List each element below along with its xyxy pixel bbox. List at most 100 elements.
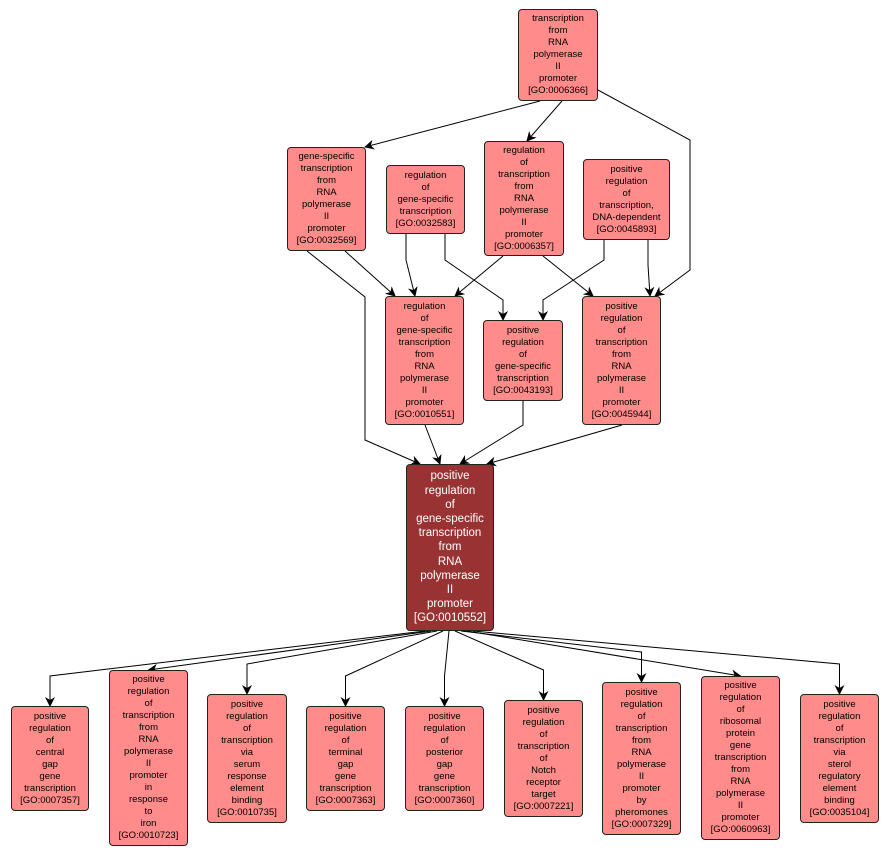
term-label-line: from [139, 722, 158, 733]
term-label-line: transcription [319, 782, 372, 794]
term-label-line: regulation [502, 336, 544, 348]
term-label-line: transcription [498, 168, 550, 180]
term-label-line: II [323, 211, 330, 222]
is-a-edge [242, 630, 438, 695]
term-label-line: promoter [504, 228, 543, 240]
term-label-line: positive [329, 710, 362, 722]
term-label-line: regulation [29, 722, 71, 734]
term-label-line: transcription [398, 336, 451, 348]
is-a-edge [405, 234, 418, 297]
term-label-line: transcription [532, 13, 584, 24]
term-label-line: DNA-dependent [592, 211, 661, 223]
term-label-line: gap [436, 758, 453, 770]
term-label-line: receptor [526, 776, 561, 788]
term-label-line: of [440, 734, 449, 746]
term-label-line: RNA [730, 776, 751, 787]
term-label-line: by [636, 794, 647, 806]
term-label-line: polymerase [123, 746, 174, 757]
go-id: [GO:0060963] [710, 824, 771, 835]
term-label-line: RNA [513, 192, 535, 204]
term-label-line: gene-specific [397, 193, 454, 205]
term-label-line: response [227, 770, 267, 782]
term-label-line: of [622, 187, 631, 199]
term-label-line: to [144, 806, 153, 817]
term-label-line: regulation [522, 716, 565, 728]
term-label-line: of [539, 752, 548, 764]
term-label-line: gene-specific [396, 324, 453, 336]
term-label-line: gene [729, 740, 752, 751]
go-id: [GO:0032583] [395, 217, 456, 229]
term-label-line: positive [428, 710, 461, 722]
term-label-line: transcription [813, 734, 866, 746]
is-a-edge [340, 630, 444, 707]
term-label-line: promoter [426, 598, 474, 611]
go-id: [GO:0045893] [596, 223, 657, 235]
term-label-line: regulation [404, 169, 447, 181]
is-a-edge [454, 630, 549, 701]
term-label-line: II [145, 758, 152, 769]
term-label-line: transcription [595, 336, 648, 348]
is-a-edge [486, 424, 623, 467]
term-label-line: RNA [611, 360, 632, 372]
go-id: [GO:0010551] [394, 408, 455, 420]
term-label-line: positive [625, 686, 658, 698]
term-label-line: RNA [414, 360, 435, 372]
term-label-line: positive [33, 710, 67, 722]
term-label-line: pheromones [615, 806, 668, 818]
term-label-line: promoter [721, 812, 760, 823]
is-a-edge [459, 401, 524, 465]
term-label-line: regulation [503, 144, 545, 156]
is-a-edge [147, 630, 432, 674]
term-label-line: transcription [122, 710, 175, 721]
term-label-line: from [731, 764, 750, 775]
term-label-line: positive [132, 674, 165, 685]
term-label-line: promoter [129, 770, 168, 781]
term-label-line: transcription [221, 734, 273, 746]
term-label-line: RNA [437, 555, 463, 568]
term-label-line: regulation [605, 175, 648, 187]
term-label-line: protein [725, 728, 756, 739]
term-label-line: of [617, 324, 626, 336]
go-id: [GO:0010735] [217, 806, 277, 818]
term-label-line: positive [610, 163, 643, 175]
term-label-line: gap [337, 758, 354, 770]
term-label-line: of [736, 704, 745, 715]
term-label-line: from [317, 175, 336, 186]
term-label-line: promoter [602, 396, 641, 408]
term-label-line: polymerase [499, 204, 549, 216]
term-label-line: serum [233, 758, 261, 770]
term-label-line: target [531, 788, 556, 800]
term-label-line: transcription, [599, 199, 654, 211]
term-label-line: promoter [405, 396, 444, 408]
is-a-edge [526, 100, 563, 142]
term-label-line: positive [605, 300, 638, 312]
term-label-line: RNA [631, 746, 652, 758]
go-id: [GO:0007360] [414, 794, 475, 806]
term-label-line: II [618, 384, 625, 396]
term-label-line: from [548, 25, 568, 36]
is-a-edge [597, 89, 691, 297]
term-label-line: of [519, 348, 527, 360]
term-label-line: transcription [615, 722, 668, 734]
term-label-line: RNA [547, 37, 569, 48]
term-label-line: regulation [423, 722, 466, 734]
